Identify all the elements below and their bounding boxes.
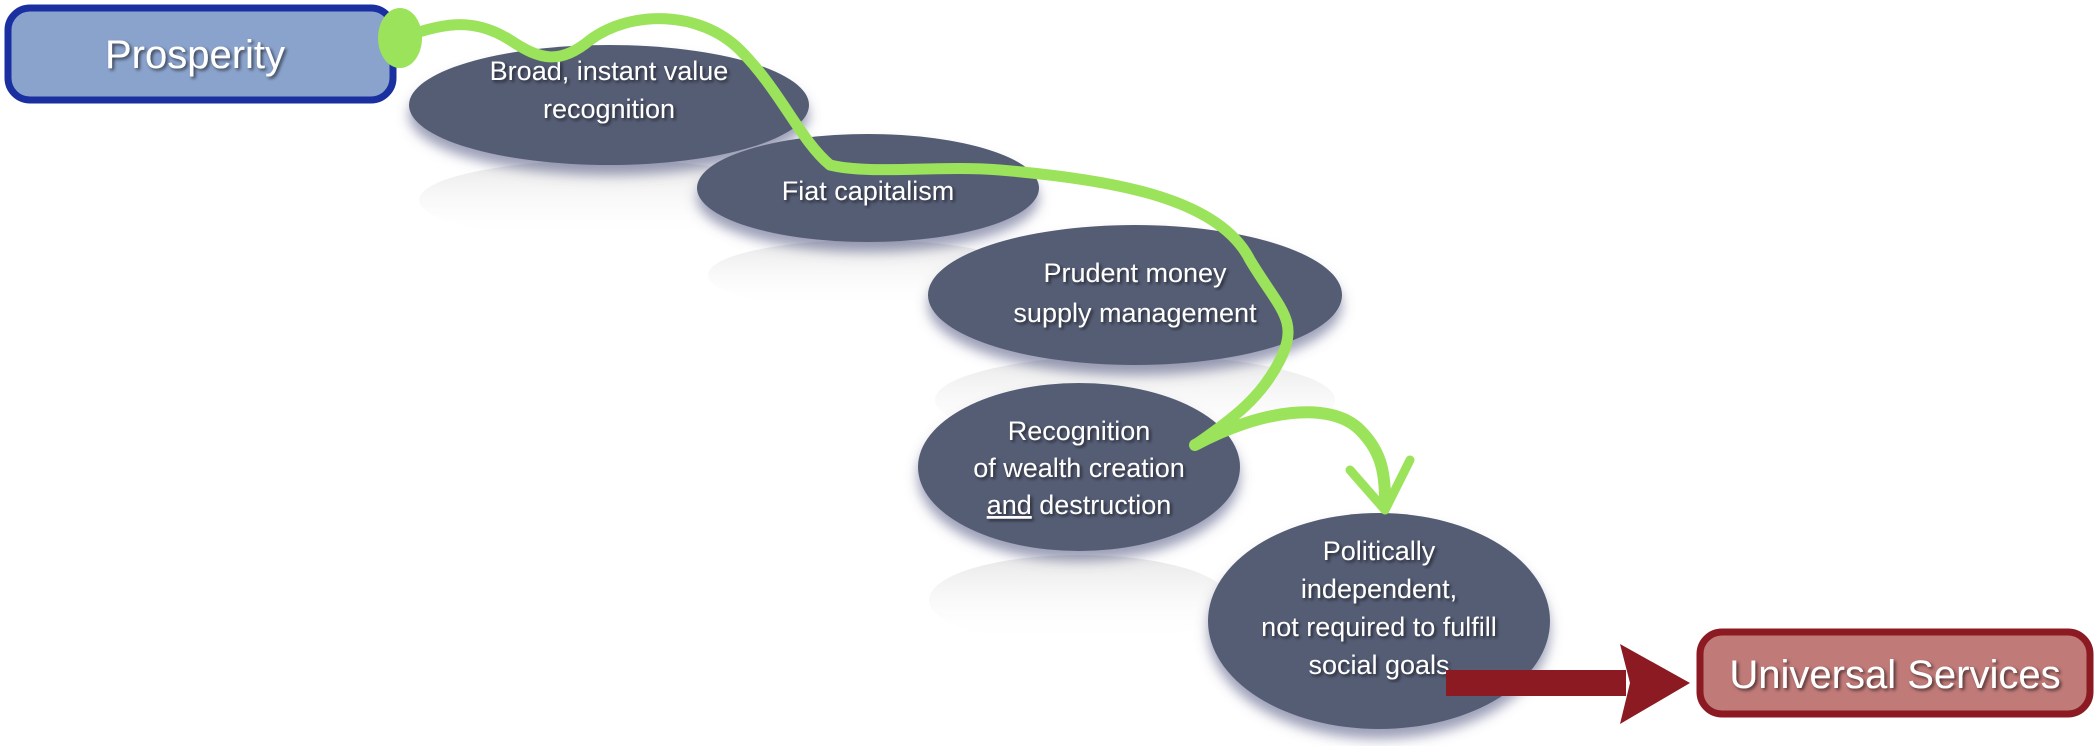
- end-label: Universal Services: [1729, 653, 2060, 697]
- start-node-prosperity: Prosperity: [4, 4, 397, 104]
- step-5-line-1: Politically: [1323, 536, 1436, 566]
- step-4-emphasis: and: [987, 490, 1032, 520]
- step-4-line-3-rest: destruction: [1039, 490, 1171, 520]
- step-2: [697, 134, 1039, 242]
- step-5-line-2: independent,: [1301, 574, 1457, 604]
- start-label: Prosperity: [105, 33, 285, 77]
- step-3: [928, 225, 1342, 365]
- step-5-line-3: not required to fulfill: [1261, 612, 1497, 642]
- step-3-line-2: supply management: [1013, 298, 1257, 328]
- step-4-line-2: of wealth creation: [973, 453, 1185, 483]
- end-node-universal-services: Universal Services: [1696, 628, 2094, 718]
- step-1-line-1: Broad, instant value: [490, 56, 729, 86]
- step-3-line-1: Prudent money: [1043, 258, 1227, 288]
- step-4-line-1: Recognition: [1008, 416, 1151, 446]
- step-1-line-2: recognition: [543, 94, 675, 124]
- step-2-line-1: Fiat capitalism: [782, 176, 955, 206]
- step-4: [918, 383, 1240, 551]
- step-1: [409, 45, 809, 165]
- step-5-line-4: social goals: [1308, 650, 1449, 680]
- green-path-arrow: [378, 8, 1415, 515]
- red-arrow: [1446, 644, 1690, 724]
- step-4-line-3: and destruction: [987, 490, 1172, 520]
